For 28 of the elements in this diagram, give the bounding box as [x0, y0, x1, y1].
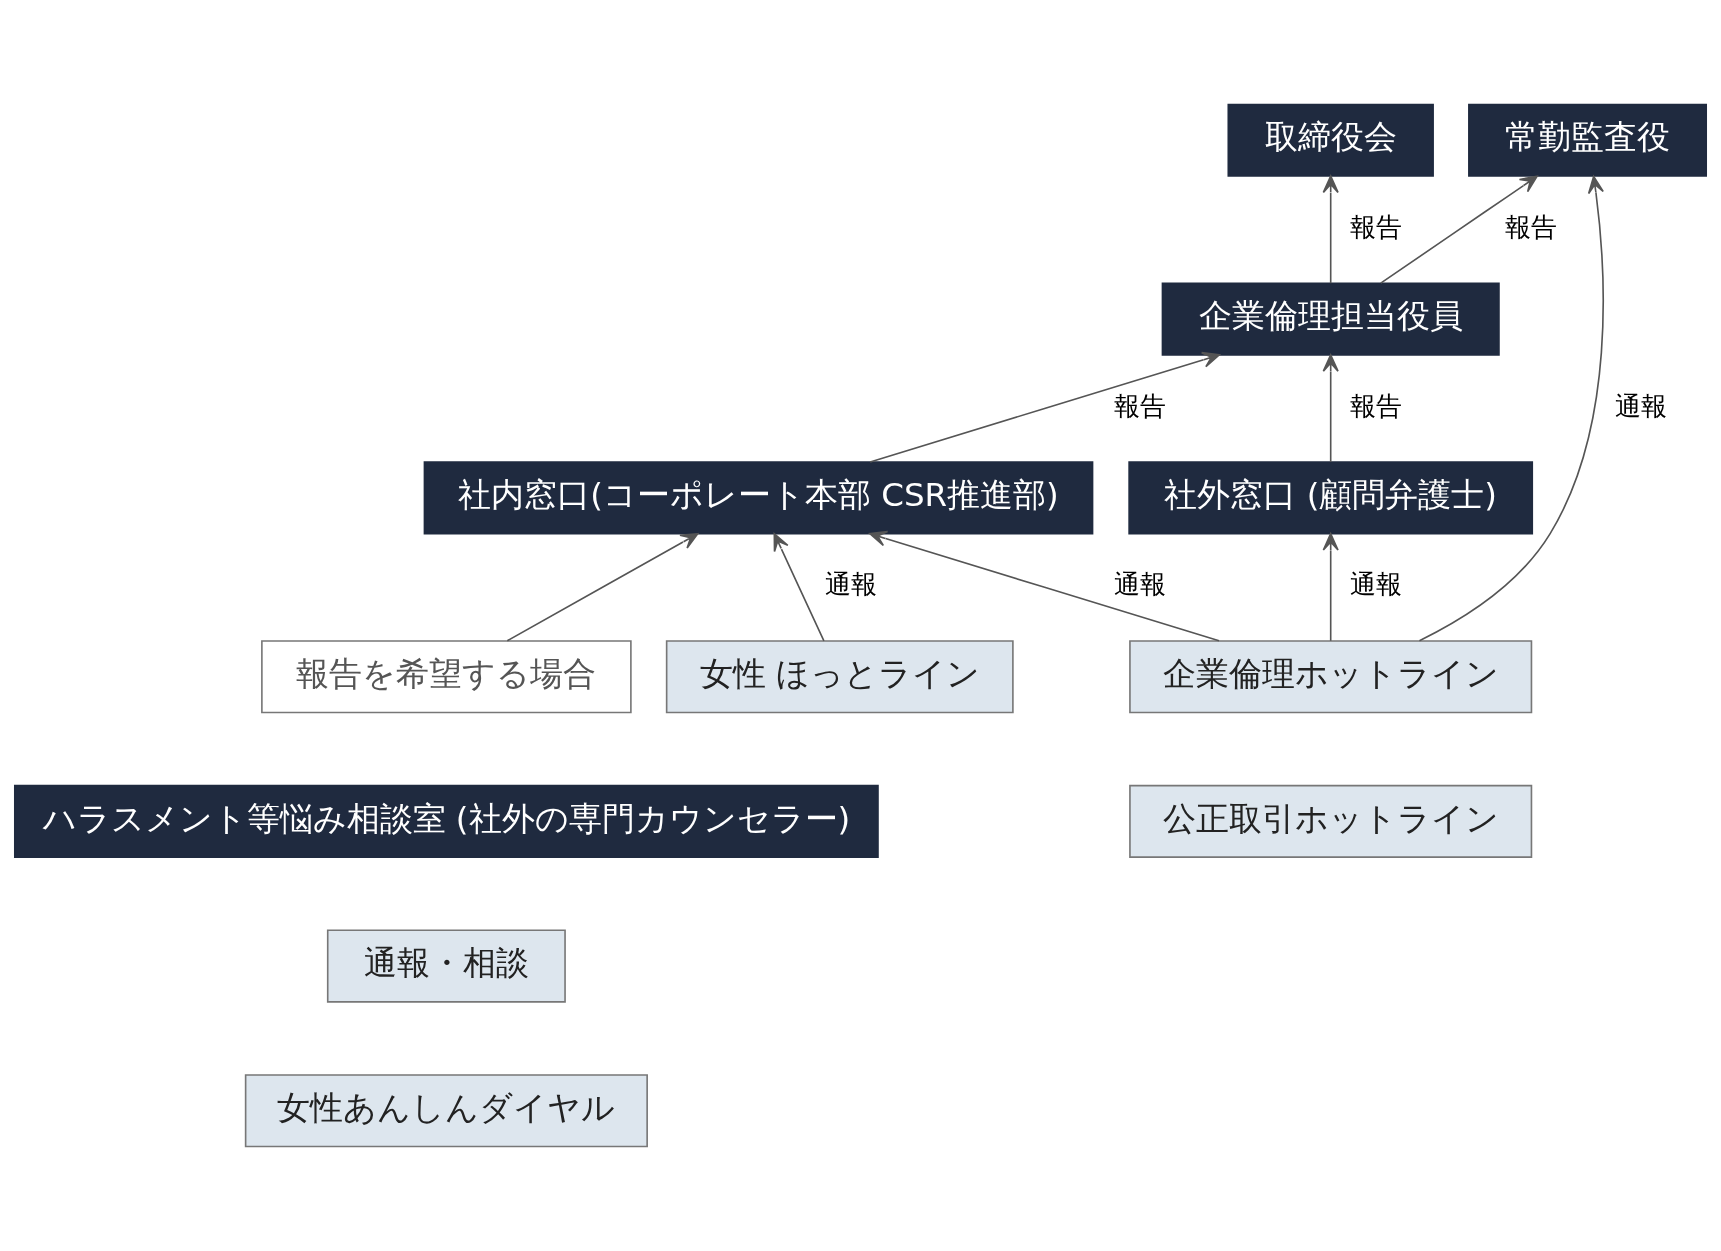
- node-box: 女性あんしんダイヤル: [244, 1074, 648, 1148]
- node-box: 報告を希望する場合: [261, 640, 632, 714]
- edge-label: 報告: [1350, 211, 1403, 242]
- node-box: 社外窓口 (顧問弁護士): [1128, 461, 1534, 535]
- node-box: 企業倫理ホットライン: [1129, 640, 1533, 714]
- node-box: 通報・相談: [326, 929, 566, 1003]
- node-box: 取締役会: [1227, 103, 1434, 177]
- edge-label: 通報: [1114, 569, 1167, 600]
- arrow: [869, 530, 1220, 642]
- edge-label: 報告: [1114, 390, 1167, 421]
- edge-label: 報告: [1504, 211, 1557, 242]
- arrow: [773, 532, 825, 642]
- arrow: [1322, 354, 1339, 463]
- edge-label: 通報: [1615, 390, 1668, 421]
- edge-label: 通報: [1350, 569, 1403, 600]
- arrow: [869, 351, 1221, 463]
- edge-label: 報告: [1350, 390, 1403, 421]
- node-box: ハラスメント等悩み相談室 (社外の専門カウンセラー): [13, 784, 879, 858]
- arrow: [506, 532, 699, 642]
- node-box: 企業倫理担当役員: [1161, 282, 1500, 356]
- node-box: 常勤監査役: [1468, 103, 1708, 177]
- node-box: 公正取引ホットライン: [1129, 784, 1533, 858]
- node-box: 社内窓口(コーポレート本部 CSR推進部): [423, 461, 1094, 535]
- arrow: [1418, 175, 1604, 642]
- edge-label: 通報: [825, 569, 878, 600]
- arrow: [1322, 532, 1339, 642]
- arrow: [1322, 175, 1339, 284]
- node-box: 女性 ほっとライン: [665, 640, 1014, 714]
